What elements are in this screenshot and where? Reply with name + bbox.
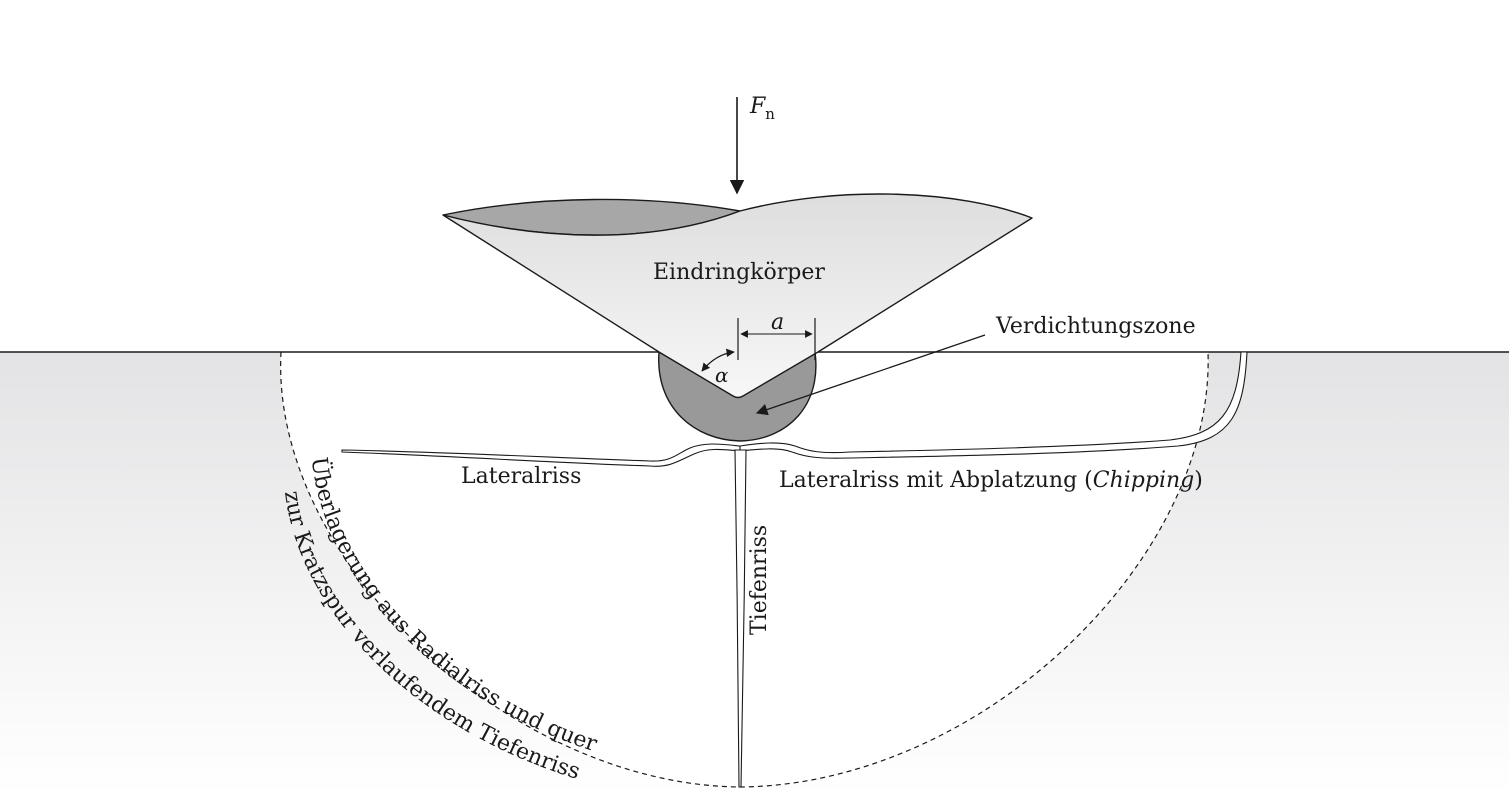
indenter-body [442, 193, 1033, 399]
lateral-crack-right-chipping [739, 351, 1248, 459]
angle-label: α [715, 363, 729, 387]
median-crack [734, 449, 747, 788]
lateral-crack-chipping-label: Lateralriss mit Abplatzung (Chipping) [779, 468, 1203, 493]
contact-radius-label: a [771, 310, 784, 335]
median-crack-label: Tiefenriss [747, 525, 772, 635]
indenter-label: Eindringkörper [653, 260, 825, 285]
lateral-crack-label: Lateralriss [461, 464, 581, 489]
compaction-zone [658, 350, 817, 442]
compaction-leader [755, 334, 986, 416]
force-label: Fn [749, 94, 775, 123]
angle-arc [701, 348, 735, 372]
compaction-zone-label: Verdichtungszone [995, 314, 1196, 339]
